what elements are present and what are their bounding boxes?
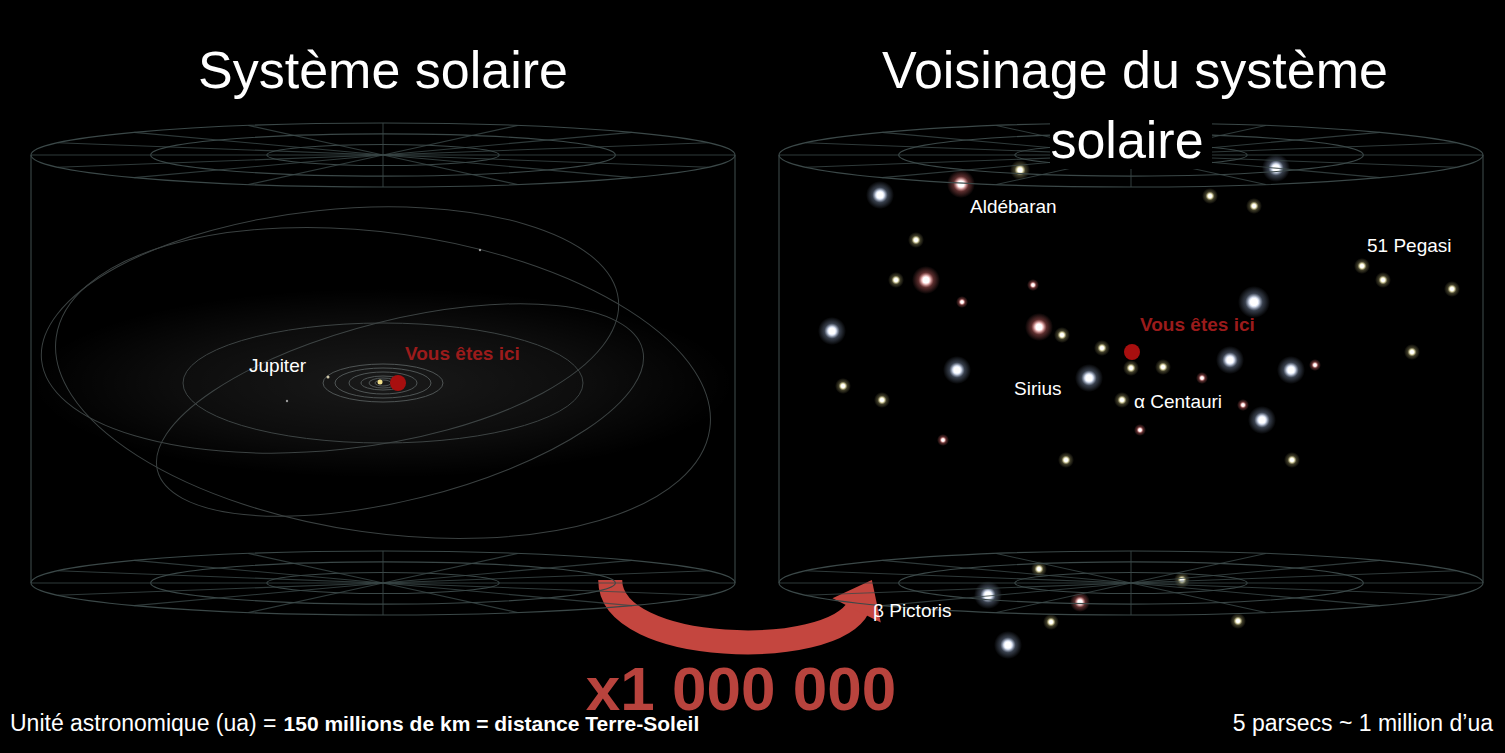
- scale-arrow: [610, 580, 881, 642]
- solar-system: [29, 180, 735, 577]
- scale-factor: x1 000 000: [586, 658, 896, 720]
- you-are-here: Vous êtes ici: [1140, 314, 1255, 336]
- region-title: Système solaire: [190, 41, 576, 99]
- unit-definition: Unité astronomique (ua) =: [10, 710, 277, 737]
- scale-note: 5 parsecs ~ 1 million d’ua: [1233, 710, 1493, 737]
- cylinder-outline: [28, 20, 738, 580]
- region-title: Voisinage du système solaire: [874, 41, 1388, 169]
- planet-label: Jupiter: [249, 355, 306, 377]
- you-are-here: Vous êtes ici: [405, 343, 520, 365]
- star-label: α Centauri: [1134, 391, 1222, 413]
- star-field: [818, 145, 1460, 659]
- cylinder-region: Voisinage du système solaire: [776, 20, 1486, 580]
- star-label: Aldébaran: [970, 196, 1057, 218]
- star-label: Sirius: [1014, 378, 1062, 400]
- cylinder-region: Système solaire: [28, 20, 738, 580]
- star-label: β Pictoris: [873, 600, 952, 622]
- title-block: Système solaire: [28, 35, 738, 105]
- cylinder-outline: [776, 20, 1486, 580]
- title-block: Voisinage du système solaire: [776, 35, 1486, 175]
- sun-marker: [1124, 344, 1140, 360]
- star-label: 51 Pegasi: [1367, 235, 1452, 257]
